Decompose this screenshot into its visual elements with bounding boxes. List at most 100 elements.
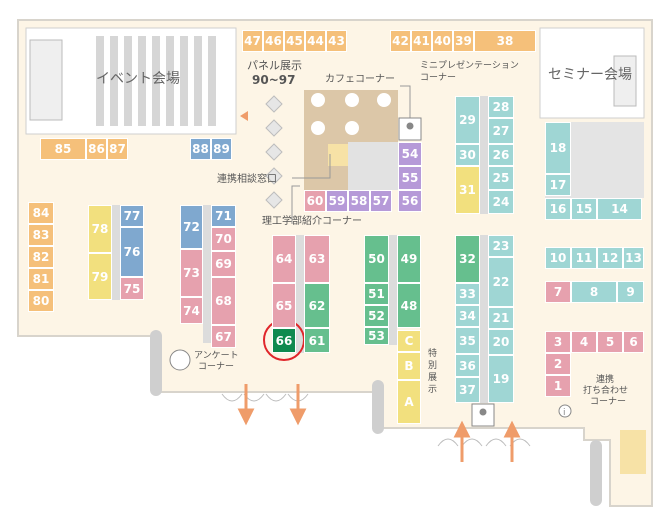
booth-84[interactable]: 84 <box>28 202 54 224</box>
booth-89[interactable]: 89 <box>211 138 232 160</box>
booth-23[interactable]: 23 <box>488 235 514 257</box>
booth-35[interactable]: 35 <box>455 327 480 354</box>
booth-49[interactable]: 49 <box>397 235 421 283</box>
cafe-tables <box>311 93 391 135</box>
booth-6[interactable]: 6 <box>623 331 644 353</box>
booth-34[interactable]: 34 <box>455 305 480 327</box>
booth-63[interactable]: 63 <box>304 235 330 283</box>
booth-22[interactable]: 22 <box>488 257 514 307</box>
booth-19[interactable]: 19 <box>488 355 514 403</box>
booth-a[interactable]: A <box>397 380 421 424</box>
booth-77[interactable]: 77 <box>120 205 144 227</box>
booth-43[interactable]: 43 <box>326 30 347 52</box>
booth-24[interactable]: 24 <box>488 190 514 214</box>
booth-7[interactable]: 7 <box>545 281 571 303</box>
booth-37[interactable]: 37 <box>455 377 480 403</box>
booth-21[interactable]: 21 <box>488 307 514 329</box>
booth-88[interactable]: 88 <box>190 138 211 160</box>
booth-44[interactable]: 44 <box>305 30 326 52</box>
booth-17[interactable]: 17 <box>545 174 571 196</box>
booth-74[interactable]: 74 <box>180 297 203 324</box>
booth-11[interactable]: 11 <box>571 247 597 269</box>
booth-20[interactable]: 20 <box>488 329 514 355</box>
booth-25[interactable]: 25 <box>488 166 514 190</box>
booth-31[interactable]: 31 <box>455 166 480 214</box>
booth-38[interactable]: 38 <box>474 30 536 52</box>
booth-87[interactable]: 87 <box>107 138 128 160</box>
booth-16[interactable]: 16 <box>545 198 571 220</box>
special-exhibit-label-4: 示 <box>428 385 438 395</box>
booth-62[interactable]: 62 <box>304 283 330 328</box>
wall <box>150 330 162 396</box>
booth-58[interactable]: 58 <box>348 190 370 212</box>
booth-13[interactable]: 13 <box>623 247 644 269</box>
booth-78[interactable]: 78 <box>88 205 112 253</box>
booth-10[interactable]: 10 <box>545 247 571 269</box>
booth-53[interactable]: 53 <box>364 327 389 345</box>
booth-14[interactable]: 14 <box>597 198 642 220</box>
booth-50[interactable]: 50 <box>364 235 389 283</box>
booth-59[interactable]: 59 <box>326 190 348 212</box>
booth-47[interactable]: 47 <box>242 30 263 52</box>
booth-15[interactable]: 15 <box>571 198 597 220</box>
booth-82[interactable]: 82 <box>28 246 54 268</box>
booth-c[interactable]: C <box>397 330 421 352</box>
booth-36[interactable]: 36 <box>455 354 480 377</box>
mini-presentation-label-1: ミニプレゼンテーション <box>420 61 519 71</box>
booth-b[interactable]: B <box>397 352 421 380</box>
booth-52[interactable]: 52 <box>364 305 389 327</box>
booth-71[interactable]: 71 <box>211 205 236 227</box>
booth-9[interactable]: 9 <box>617 281 644 303</box>
booth-65[interactable]: 65 <box>272 283 296 328</box>
booth-76[interactable]: 76 <box>120 227 144 277</box>
aisle <box>480 96 488 214</box>
booth-2[interactable]: 2 <box>545 353 571 375</box>
booth-80[interactable]: 80 <box>28 290 54 312</box>
booth-41[interactable]: 41 <box>411 30 432 52</box>
booth-67[interactable]: 67 <box>211 325 236 348</box>
booth-28[interactable]: 28 <box>488 96 514 118</box>
seminar-stage <box>613 55 637 107</box>
booth-85[interactable]: 85 <box>40 138 86 160</box>
booth-86[interactable]: 86 <box>86 138 107 160</box>
mini-presentation-label-2: コーナー <box>420 73 457 83</box>
booth-12[interactable]: 12 <box>597 247 623 269</box>
booth-69[interactable]: 69 <box>211 251 236 277</box>
booth-48[interactable]: 48 <box>397 283 421 328</box>
booth-45[interactable]: 45 <box>284 30 305 52</box>
booth-79[interactable]: 79 <box>88 253 112 300</box>
booth-27[interactable]: 27 <box>488 118 514 144</box>
booth-73[interactable]: 73 <box>180 249 203 297</box>
booth-26[interactable]: 26 <box>488 144 514 166</box>
booth-1[interactable]: 1 <box>545 375 571 397</box>
booth-32[interactable]: 32 <box>455 235 480 283</box>
booth-72[interactable]: 72 <box>180 205 203 249</box>
booth-39[interactable]: 39 <box>453 30 474 52</box>
booth-61[interactable]: 61 <box>304 328 330 353</box>
booth-60[interactable]: 60 <box>304 190 326 212</box>
booth-54[interactable]: 54 <box>398 142 422 166</box>
booth-57[interactable]: 57 <box>370 190 392 212</box>
booth-4[interactable]: 4 <box>571 331 597 353</box>
booth-30[interactable]: 30 <box>455 144 480 166</box>
booth-3[interactable]: 3 <box>545 331 571 353</box>
liaison-desk <box>328 144 348 166</box>
booth-29[interactable]: 29 <box>455 96 480 144</box>
booth-18[interactable]: 18 <box>545 122 571 174</box>
booth-56[interactable]: 56 <box>398 190 422 212</box>
booth-51[interactable]: 51 <box>364 283 389 305</box>
booth-83[interactable]: 83 <box>28 224 54 246</box>
booth-5[interactable]: 5 <box>597 331 623 353</box>
booth-46[interactable]: 46 <box>263 30 284 52</box>
booth-81[interactable]: 81 <box>28 268 54 290</box>
booth-75[interactable]: 75 <box>120 277 144 300</box>
booth-68[interactable]: 68 <box>211 277 236 325</box>
booth-33[interactable]: 33 <box>455 283 480 305</box>
booth-66[interactable]: 66 <box>272 328 296 353</box>
booth-70[interactable]: 70 <box>211 227 236 251</box>
booth-40[interactable]: 40 <box>432 30 453 52</box>
booth-42[interactable]: 42 <box>390 30 411 52</box>
booth-8[interactable]: 8 <box>571 281 617 303</box>
booth-55[interactable]: 55 <box>398 166 422 190</box>
booth-64[interactable]: 64 <box>272 235 296 283</box>
